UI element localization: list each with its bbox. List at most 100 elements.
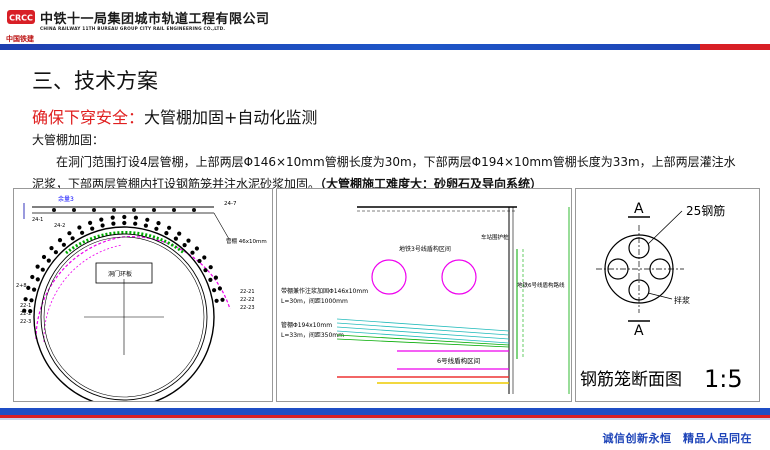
- pipe-dot: [111, 221, 116, 226]
- fig1-center-label: 洞门环板: [108, 270, 132, 278]
- fig1-left-label-2: 22-2: [20, 311, 31, 317]
- pipe-dot: [133, 221, 138, 226]
- fig1-top-label-a: 24-1: [32, 217, 43, 223]
- footer-bar-grey: [0, 418, 770, 420]
- pipe-dot: [208, 277, 213, 282]
- pipe-dot: [70, 236, 75, 241]
- group-name: 中国铁建: [6, 35, 34, 43]
- figure-portal-section: 余量3 24-7 24-1 24-2 管棚 46x10mm 洞门环板 2+8 2…: [13, 188, 273, 402]
- pipe-dot: [30, 274, 35, 280]
- pipe-dot: [145, 217, 150, 222]
- fig1-right-label-1: 22-21: [240, 289, 255, 295]
- pipe-dot: [212, 288, 217, 293]
- pipe-dot: [26, 285, 31, 290]
- pipe-dot: [28, 309, 33, 314]
- pipe-dot: [23, 297, 28, 302]
- svg-text:CRCC: CRCC: [9, 14, 33, 23]
- fig2-upper-tunnel-label: 地铁3号线盾构区间: [399, 245, 451, 253]
- pipe-dot: [32, 287, 37, 292]
- pipe-dot: [35, 264, 40, 269]
- pipe-dot: [203, 268, 208, 273]
- pipe-dot: [61, 242, 66, 247]
- cage-section-drawing: A A 25钢筋 拌浆 钢筋笼断面图 1:5: [580, 201, 743, 393]
- pipe-dot: [99, 217, 104, 222]
- pipe-dot: [156, 221, 161, 226]
- pipe-dot: [164, 231, 169, 236]
- portal-section-drawing: 余量3 24-7 24-1 24-2 管棚 46x10mm 洞门环板 2+8 2…: [16, 195, 267, 401]
- section-label: 大管棚加固：: [32, 133, 105, 147]
- pipe-dot: [100, 223, 105, 228]
- pipe-dot: [143, 223, 148, 228]
- pipe-dot: [217, 286, 222, 291]
- fig2-right-tunnel-label: 地铁6号线盾构路线: [517, 281, 565, 289]
- slide-title: 三、技术方案: [32, 69, 158, 93]
- pipe-dot: [53, 250, 59, 255]
- header-bar-accent: [700, 44, 770, 50]
- pipe-dot: [46, 258, 51, 263]
- fig1-pipe-label: 管棚 46x10mm: [226, 237, 267, 245]
- pipe-dot: [122, 214, 127, 220]
- fig2-right-top-label: 车站围护桩: [481, 233, 509, 241]
- subtitle-text: 大管棚加固+自动化监测: [144, 108, 318, 127]
- fig1-left-mark: 2+8: [16, 283, 27, 289]
- fig3-caption: 钢筋笼断面图: [580, 370, 682, 390]
- footer-slogan: 诚信创新永恒 精品人品同在: [602, 432, 752, 445]
- pipe-dot: [49, 246, 54, 251]
- pipe-dot: [213, 275, 218, 280]
- longitudinal-section-drawing: 车站围护桩 地铁3号线盾构区间 地铁6号线盾构路线 带棚兼作注浆加固Φ146x1…: [281, 206, 570, 394]
- pipe-dot: [41, 254, 47, 260]
- pipe-dot: [208, 265, 213, 270]
- pipe-dot: [186, 238, 191, 243]
- pipe-dot: [133, 215, 138, 220]
- fig2-pipe2-length: L=33m，间距350mm: [281, 331, 344, 339]
- pipe-dot: [40, 267, 45, 272]
- pipe-dot: [29, 298, 34, 303]
- pipe-dot: [110, 215, 115, 220]
- paragraph-text: 在洞门范围打设4层管棚，上部两层Φ146×10mm管棚长度为30m，下部两层Φ1…: [32, 155, 736, 191]
- footer-bar-red: [0, 415, 770, 418]
- fig1-top-label-b: 24-2: [54, 223, 65, 229]
- slide-subtitle: 确保下穿安全：大管棚加固+自动化监测: [32, 104, 317, 128]
- fig1-top-right-label: 24-7: [224, 201, 237, 207]
- pipe-dot: [22, 308, 27, 313]
- footer-bar: [0, 408, 770, 415]
- pipe-dot: [80, 230, 85, 235]
- figure-cage-section: A A 25钢筋 拌浆 钢筋笼断面图 1:5: [575, 188, 760, 402]
- company-name-cn: 中铁十一局集团城市轨道工程有限公司: [40, 12, 270, 27]
- pipe-dot: [57, 238, 63, 243]
- body-paragraph: 在洞门范围打设4层管棚，上部两层Φ146×10mm管棚长度为30m，下部两层Φ1…: [32, 151, 744, 195]
- pipe-dot: [190, 250, 195, 255]
- pipe-dot: [90, 226, 95, 231]
- fig2-pipe1-length: L=30m，间距1000mm: [281, 297, 348, 305]
- pipe-dot: [182, 243, 187, 248]
- pipe-dot: [122, 220, 127, 226]
- pipe-dot: [154, 226, 159, 231]
- pipe-dot: [202, 255, 207, 260]
- pipe-dot: [77, 225, 82, 230]
- fig2-pipe2-label: 管棚Φ194x10mm: [281, 321, 332, 329]
- fig3-section-a-bottom: A: [634, 323, 644, 339]
- pipe-dot: [35, 277, 40, 282]
- pipe-dot: [67, 231, 72, 236]
- pipe-dot: [167, 225, 172, 230]
- header-bar: [0, 44, 770, 50]
- fig3-grout-label: 拌浆: [674, 295, 690, 305]
- pipe-dot: [173, 236, 178, 241]
- fig1-left-label-3: 22-3: [20, 319, 31, 325]
- fig3-bars-label: 25钢筋: [686, 203, 725, 218]
- paragraph-bold: （大管棚施工难度大：砂卵石及导向系统）: [320, 177, 543, 191]
- header: CRCC 中铁十一局集团城市轨道工程有限公司 CHINA RAILWAY 11T…: [0, 0, 770, 50]
- pipe-dot: [88, 220, 93, 225]
- pipe-dot: [214, 298, 219, 303]
- fig3-section-a-top: A: [634, 201, 644, 217]
- fig1-top-left-label: 余量3: [58, 195, 74, 203]
- fig2-lower-tunnel-label: 6号线盾构区间: [437, 356, 480, 365]
- fig3-scale: 1:5: [704, 365, 743, 393]
- pipe-dot: [197, 258, 202, 264]
- pipe-dot: [194, 246, 199, 251]
- fig1-left-label-1: 22-1: [20, 303, 31, 309]
- company-logo-icon: CRCC: [7, 10, 35, 24]
- fig2-pipe1-label: 带棚兼作注浆加固Φ146x10mm: [281, 287, 368, 295]
- fig1-right-label-2: 22-22: [240, 297, 255, 303]
- pipe-dot: [177, 231, 182, 236]
